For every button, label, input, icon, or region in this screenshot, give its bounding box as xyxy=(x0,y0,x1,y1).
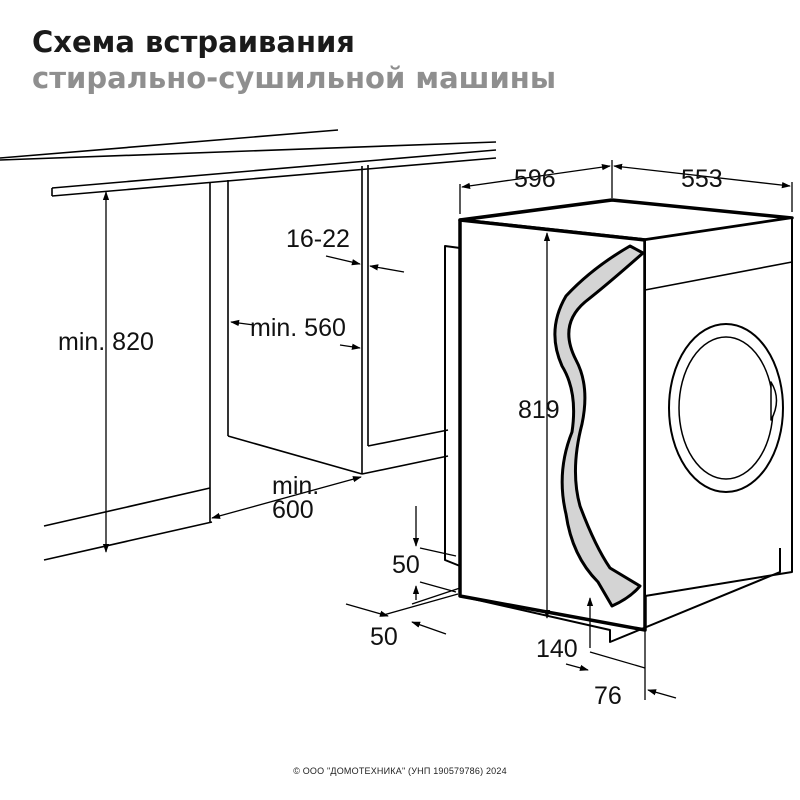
dim-label-niche-width-line2: 600 xyxy=(272,496,314,524)
rear-ventilation-panel xyxy=(444,245,461,567)
washing-machine xyxy=(444,198,794,643)
worktop-back-edge xyxy=(51,149,497,189)
kitchen-niche xyxy=(0,129,497,561)
dim-line-596 xyxy=(461,164,611,189)
dim-arrow-560-back xyxy=(230,319,255,327)
dim-label-niche-height: min. 820 xyxy=(58,328,154,356)
dim-arrow-16-22-right xyxy=(369,264,405,273)
dim-arrow-76-left xyxy=(565,663,589,671)
plinth-top xyxy=(43,487,211,527)
dim-arrow-76-right xyxy=(647,689,677,699)
dim-arrow-50-horizontal-left xyxy=(345,603,389,617)
dim-label-vent-depth: 50 xyxy=(370,623,398,651)
copyright-footer: © ООО "ДОМОТЕХНИКА" (УНП 190579786) 2024 xyxy=(293,766,507,776)
page-subtitle: стирально-сушильной машины xyxy=(32,61,557,95)
porthole-hinge xyxy=(770,381,778,421)
dim-label-plinth-height: 140 xyxy=(536,635,578,663)
dim-line-553 xyxy=(613,163,791,189)
control-panel-line xyxy=(644,261,793,291)
dimension-lines xyxy=(102,160,793,700)
dim-label-vent-height: 50 xyxy=(392,551,420,579)
dim-arrow-560-front xyxy=(339,343,361,350)
dim-label-width: 596 xyxy=(514,165,556,193)
machine-base xyxy=(459,548,781,643)
dim-line-min-600 xyxy=(211,476,362,519)
dim-label-gap: 16-22 xyxy=(286,225,350,253)
dim-label-depth: 553 xyxy=(681,165,723,193)
furniture-door-panel xyxy=(553,244,645,608)
niche-floor-edge xyxy=(361,455,449,475)
worktop-top-edge xyxy=(0,129,339,159)
dim-label-machine-height: 819 xyxy=(518,396,560,424)
dim-label-niche-width-line1: min. xyxy=(272,472,319,500)
page-title: Схема встраивания xyxy=(32,25,355,59)
plinth-bottom xyxy=(43,521,213,561)
dim-arrow-16-22-left xyxy=(325,255,361,266)
porthole-inner xyxy=(678,336,774,480)
machine-front-body xyxy=(458,218,647,632)
dim-label-niche-depth: min. 560 xyxy=(250,314,346,342)
niche-bottom-back xyxy=(227,435,363,475)
worktop-front-edge xyxy=(0,141,497,161)
dim-arrow-50-horizontal-right xyxy=(411,621,447,635)
worktop-underside xyxy=(51,157,497,197)
dim-label-door-offset: 76 xyxy=(594,682,622,710)
